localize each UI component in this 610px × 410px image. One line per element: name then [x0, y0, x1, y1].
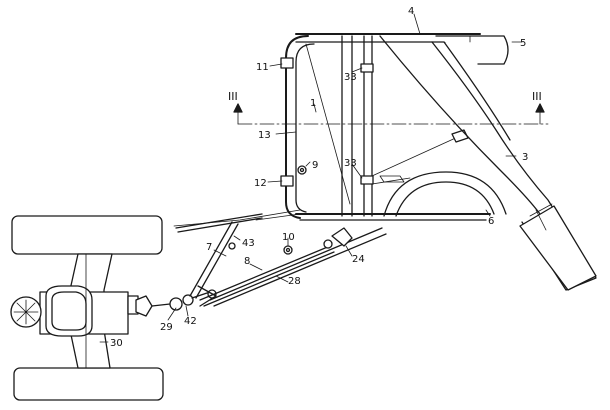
- leader-1: [313, 103, 317, 113]
- label-4: 4: [408, 6, 414, 17]
- label-9: 9: [312, 160, 318, 171]
- machine-frame: [255, 13, 491, 221]
- label-12: 12: [254, 178, 267, 189]
- label-30: 30: [110, 338, 123, 349]
- fender-arch-inner: [395, 181, 495, 217]
- arm-joint: [451, 129, 469, 143]
- drawbar-28-a: [209, 227, 383, 301]
- label-3: 3: [522, 152, 528, 163]
- pin-43: [228, 242, 236, 250]
- label-33-upper: 33: [344, 72, 357, 83]
- leader-7: [213, 249, 227, 257]
- frame-left-tube-outer: [285, 35, 309, 219]
- drawbar-7-a: [189, 221, 233, 297]
- leader-12: [267, 180, 283, 183]
- cross-bar-upper: [175, 213, 263, 229]
- label-24: 24: [352, 254, 365, 265]
- joint-24-pin: [323, 239, 333, 249]
- brace-left: [255, 213, 301, 221]
- label-33-lower: 33: [344, 158, 357, 169]
- cross-bar-upper-2: [177, 217, 263, 233]
- universal-joint-3: [182, 294, 194, 306]
- leader-43: [233, 235, 241, 241]
- hitch-assembly: [135, 285, 217, 321]
- hitch-clevis: [197, 285, 217, 307]
- chute: [379, 35, 597, 291]
- arm-lower-right: [371, 177, 411, 185]
- label-8: 8: [244, 256, 250, 267]
- label-section-right: III: [532, 90, 542, 103]
- chute-outer: [431, 41, 597, 291]
- chute-bracket: [535, 209, 547, 231]
- label-5: 5: [520, 38, 526, 49]
- pin-10-center: [285, 247, 291, 253]
- tractor-lower-wheel: [13, 367, 164, 401]
- leader-9: [305, 161, 311, 167]
- leader-11: [269, 63, 283, 67]
- label-6: 6: [488, 216, 494, 227]
- leader-24: [345, 245, 353, 257]
- section-arrow-right-icon: [535, 103, 545, 113]
- leader-33-upper: [351, 67, 363, 73]
- tractor-upper-wheel: [11, 215, 163, 255]
- section-line: [233, 103, 549, 125]
- clamp-12: [280, 175, 294, 187]
- label-7: 7: [206, 242, 212, 253]
- chute-end: [519, 205, 597, 291]
- label-29: 29: [160, 322, 173, 333]
- pin-10: [283, 245, 293, 255]
- leader-8: [249, 263, 263, 271]
- drawbar-28-b: [213, 233, 387, 307]
- bolt-9: [297, 165, 307, 175]
- shaft-segment-1: [151, 303, 171, 307]
- frame-left-tube-inner: [295, 43, 315, 213]
- label-11: 11: [256, 62, 269, 73]
- leader-13: [275, 131, 297, 135]
- label-1: 1: [310, 98, 316, 109]
- leader-4: [413, 13, 421, 35]
- joint-24: [331, 227, 353, 247]
- leader-28: [275, 275, 289, 283]
- shaft-segment-2: [191, 291, 211, 299]
- chute-inner-curve: [379, 35, 541, 215]
- drawbar-8-b: [203, 251, 335, 307]
- drawbar-7-b: [195, 223, 239, 299]
- tube-5: [435, 35, 509, 65]
- tractor-seat: [45, 285, 93, 337]
- arm-bracket: [379, 175, 405, 183]
- leader-33-lower: [351, 163, 363, 179]
- leader-42: [185, 305, 189, 317]
- label-28: 28: [288, 276, 301, 287]
- fender: [383, 171, 507, 217]
- leader-29: [167, 307, 177, 321]
- label-10: 10: [282, 232, 295, 243]
- labels: 1 3 4 5 6 7 8 9 10 11 12 13 24 28 29 30 …: [99, 6, 542, 349]
- chute-edge: [443, 41, 511, 141]
- universal-joint-1: [135, 295, 153, 317]
- section-arrow-left-icon: [233, 103, 243, 113]
- clamp-11: [280, 57, 294, 69]
- label-13: 13: [258, 130, 271, 141]
- clamp-33-lower: [360, 175, 374, 185]
- discharge-tube: [435, 35, 523, 65]
- cable-1: [173, 209, 301, 227]
- universal-joint-2: [169, 297, 183, 311]
- arm-upper-right: [371, 135, 461, 177]
- label-43: 43: [242, 238, 255, 249]
- drawbars: [173, 209, 387, 307]
- bolt-9-center: [299, 167, 305, 173]
- clamp-33-upper: [360, 63, 374, 73]
- label-section-left: III: [228, 90, 238, 103]
- tractor: [10, 215, 164, 401]
- leader-6: [485, 209, 491, 217]
- label-42: 42: [184, 316, 197, 327]
- drawbar-8-a: [199, 245, 331, 301]
- chute-bracket-2: [529, 203, 553, 217]
- steering-wheel-spokes: [13, 299, 39, 325]
- fender-arch-outer: [383, 171, 507, 217]
